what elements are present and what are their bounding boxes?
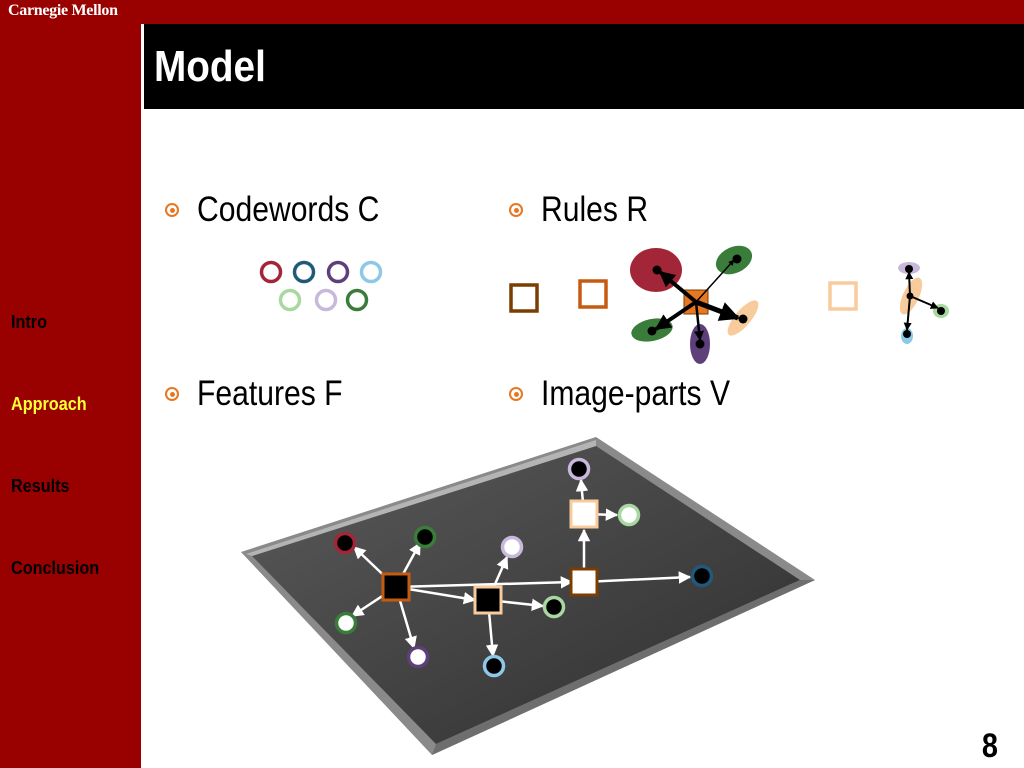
bullet-image-parts-text: Image-parts V xyxy=(541,374,731,413)
codeword-circle-purple xyxy=(326,260,350,284)
rule-diagram-large xyxy=(630,245,759,364)
codeword-circle-lightblue xyxy=(359,260,383,284)
nav-item-intro[interactable]: Intro xyxy=(11,312,47,332)
codeword-circle-blue xyxy=(292,260,316,284)
part-squares xyxy=(381,499,599,615)
bullet-image-parts: Image-parts V xyxy=(509,374,761,414)
rule-square-orange xyxy=(578,279,608,309)
bullet-rules: Rules R xyxy=(509,190,665,230)
bullet-features-text: Features F xyxy=(197,374,343,413)
image-parts-graph xyxy=(333,457,714,678)
codeword-circle-lavender xyxy=(314,288,338,312)
rule-diagram-small xyxy=(898,262,949,344)
rule-squares xyxy=(509,279,858,313)
carnegie-mellon-logo: Carnegie Mellon xyxy=(8,2,118,19)
bullet-features: Features F xyxy=(165,374,366,414)
page-number: 8 xyxy=(981,727,998,765)
part-circles xyxy=(333,457,714,678)
codeword-circle-lightgreen xyxy=(278,288,302,312)
image-plate xyxy=(241,437,815,755)
codeword-circles xyxy=(259,260,383,312)
bullet-icon xyxy=(509,203,523,217)
bullet-icon xyxy=(165,203,179,217)
sidebar xyxy=(0,24,141,768)
nav-item-approach[interactable]: Approach xyxy=(11,394,87,414)
title-bar: Model xyxy=(144,24,1024,109)
bullet-codewords: Codewords C xyxy=(165,190,409,230)
bullet-codewords-text: Codewords C xyxy=(197,190,380,229)
bullet-rules-text: Rules R xyxy=(541,190,649,229)
rule-square-brown xyxy=(509,283,539,313)
rule-square-peach xyxy=(828,281,858,311)
bullet-icon xyxy=(165,387,179,401)
codeword-circle-red xyxy=(259,260,283,284)
slide-title: Model xyxy=(154,42,266,91)
nav-item-results[interactable]: Results xyxy=(11,476,70,496)
bullet-icon xyxy=(509,387,523,401)
nav-item-conclusion[interactable]: Conclusion xyxy=(11,558,100,578)
codeword-circle-green xyxy=(345,288,369,312)
top-bar: Carnegie Mellon xyxy=(0,0,1024,24)
